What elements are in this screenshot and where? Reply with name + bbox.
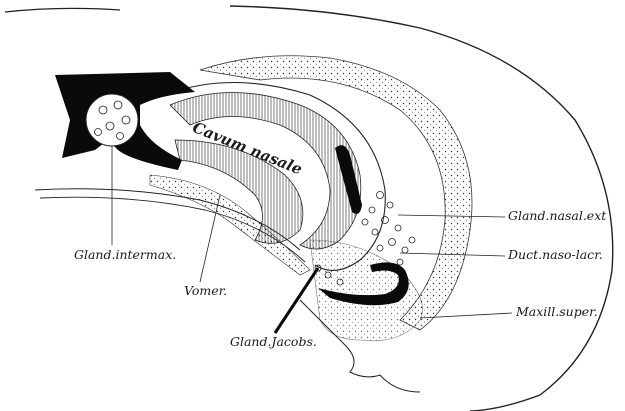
label-vomer: Vomer. — [184, 285, 227, 298]
top-edge-line — [5, 8, 120, 12]
label-gland-nasal-ext: Gland.nasal.ext — [508, 210, 606, 223]
label-maxill-super: Maxill.super. — [516, 306, 598, 319]
label-gland-jacobs: Gland.Jacobs. — [230, 336, 317, 349]
label-gland-intermax: Gland.intermax. — [74, 249, 176, 262]
leader-gland-jacobs — [275, 268, 318, 333]
label-duct-naso-lacr: Duct.naso-lacr. — [508, 249, 603, 262]
